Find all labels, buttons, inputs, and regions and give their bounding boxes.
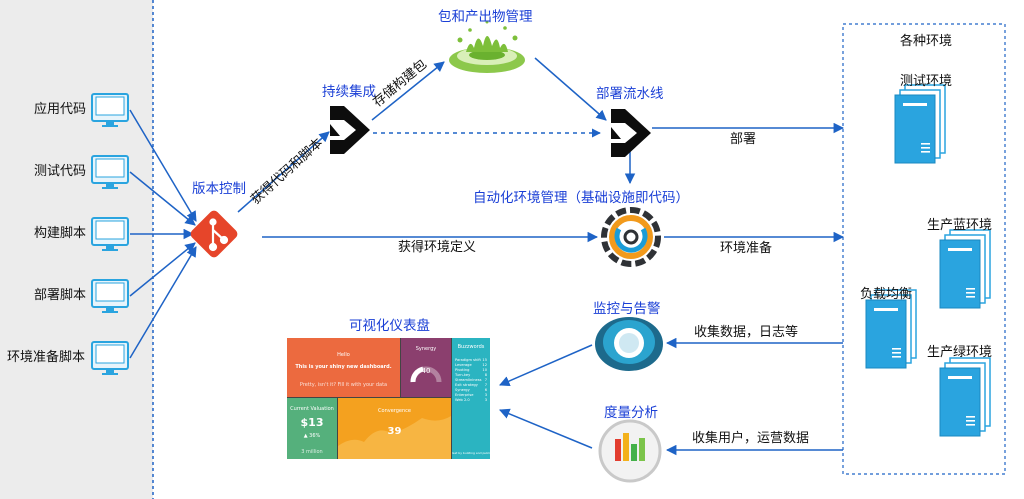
sources-panel [0,0,153,499]
metrics-chart-icon [598,419,662,483]
arrow-ci-to-artifact [371,61,445,121]
ci-logo-icon [330,106,370,154]
edge-label-collect-ops: 收集用户，运营数据 [692,431,810,446]
arrow-artifact-to-pipeline [534,57,607,121]
edge-label-collect-logs: 收集数据，日志等 [694,325,799,340]
edge-label-env-prep: 环境准备 [720,241,773,256]
environments-box [842,23,1006,475]
source-label-deploy-script: 部署脚本 [34,288,87,303]
source-label-app-code: 应用代码 [34,102,87,117]
iac-gear-icon [601,207,661,267]
dashboard-tile-hello: Hello This is your shiny new dashboard. … [287,338,400,397]
node-label-iac: 自动化环境管理（基础设施即代码） [473,190,689,206]
arrow-metrics-to-dashboard [499,408,593,449]
env-label-load-balancer: 负载均衡 [860,287,913,302]
node-label-dashboard: 可视化仪表盘 [349,318,430,334]
env-label-prod-blue: 生产蓝环境 [927,218,993,233]
server-icon-prod-green [939,357,991,437]
source-label-build-script: 构建脚本 [34,226,87,241]
dashboard-footer: Get by building and publishing Buzzwords… [452,451,490,455]
source-label-env-script: 环境准备脚本 [7,350,86,365]
node-label-pipeline: 部署流水线 [596,86,664,102]
arrow-env-script-to-vcs [129,246,197,359]
git-branch-icon [208,218,229,252]
dashboard-tile-convergence: Convergence 39 [338,398,451,459]
arrow-vcs-to-ci [237,131,330,213]
env-title: 各种环境 [900,34,953,49]
arrow-app-code-to-vcs [129,109,197,222]
arrow-monitor-to-dashboard [499,344,593,387]
env-label-test: 测试环境 [900,74,953,89]
dashboard-tile-synergy: Synergy 40 [401,338,451,397]
node-label-monitor: 监控与告警 [593,301,661,317]
node-label-vcs: 版本控制 [192,181,246,197]
node-label-metrics: 度量分析 [604,405,658,421]
node-label-artifact: 包和产出物管理 [438,9,533,25]
server-icon-test [894,84,946,164]
arrow-test-code-to-vcs [129,171,196,226]
env-label-prod-green: 生产绿环境 [927,345,993,360]
arrow-deploy-script-to-vcs [129,242,196,297]
pipeline-logo-icon [611,109,651,157]
monitoring-eye-icon [595,317,663,371]
dashboard-thumbnail: Hello This is your shiny new dashboard. … [287,338,490,459]
node-label-ci: 持续集成 [322,84,376,100]
edge-label-get-env: 获得环境定义 [398,240,477,255]
artifact-splash-icon [449,20,525,73]
source-label-test-code: 测试代码 [34,164,87,179]
dashboard-tile-valuation: Current Valuation $13 ▲ 36% 3 million [287,398,337,459]
edge-label-deploy: 部署 [730,132,757,147]
server-icon-prod-blue [939,229,991,309]
